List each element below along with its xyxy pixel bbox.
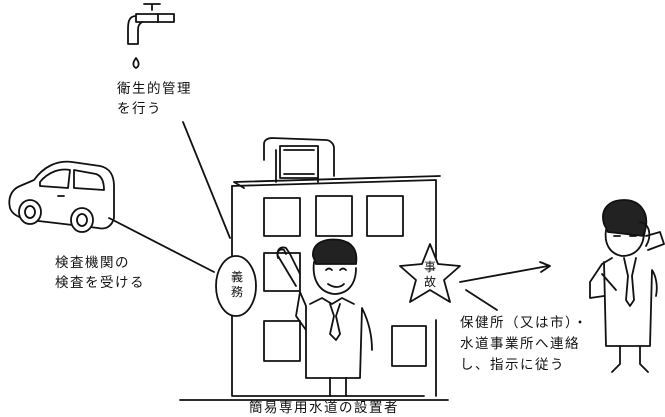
caption: 簡易専用水道の設置者: [249, 400, 399, 416]
contact-label-line2: 水道事業所へ連絡: [460, 336, 580, 352]
manager-person: [276, 238, 373, 397]
accident-badge-line1: 事: [423, 260, 436, 274]
hygiene-label-line2: を行う: [117, 101, 162, 117]
contact-label-line1: 保健所（又は市）・: [460, 315, 589, 331]
contact-label-line3: し、指示に従う: [460, 357, 565, 373]
duty-badge-outline: [215, 255, 257, 317]
phone-person: [589, 199, 665, 373]
hygiene-label-line1: 衛生的管理: [117, 81, 192, 97]
duty-badge-line1: 義: [230, 270, 243, 284]
water-tank-icon: [263, 137, 335, 183]
inspection-label-line2: 検査を受ける: [55, 275, 145, 291]
faucet-icon: [127, 3, 175, 69]
car-icon: [8, 160, 115, 233]
callout-lines: [108, 121, 498, 311]
accident-badge-line2: 故: [423, 275, 436, 289]
arrow-to-contact: [459, 261, 551, 283]
inspection-label-line1: 検査機関の: [55, 255, 130, 271]
duty-badge-line2: 務: [230, 285, 243, 299]
accident-star-outline: [399, 243, 461, 303]
